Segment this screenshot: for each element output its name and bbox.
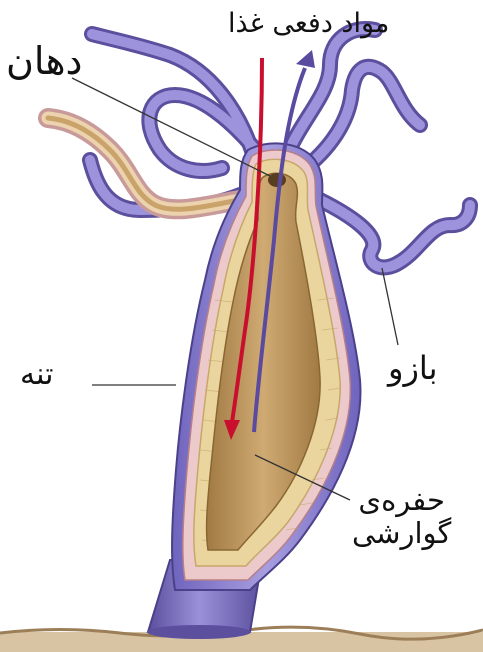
label-waste-and-food: مواد دفعی غذا bbox=[228, 8, 389, 39]
label-digestive-cavity: حفره‌ی گوارشی bbox=[352, 484, 451, 551]
label-cavity-line2: گوارشی bbox=[352, 517, 451, 550]
label-mouth: دهان bbox=[6, 40, 82, 84]
label-body: تنه bbox=[20, 358, 54, 393]
label-cavity-line1: حفره‌ی bbox=[352, 484, 451, 517]
mouth-opening bbox=[268, 173, 286, 187]
label-arm: بازو bbox=[388, 350, 438, 387]
